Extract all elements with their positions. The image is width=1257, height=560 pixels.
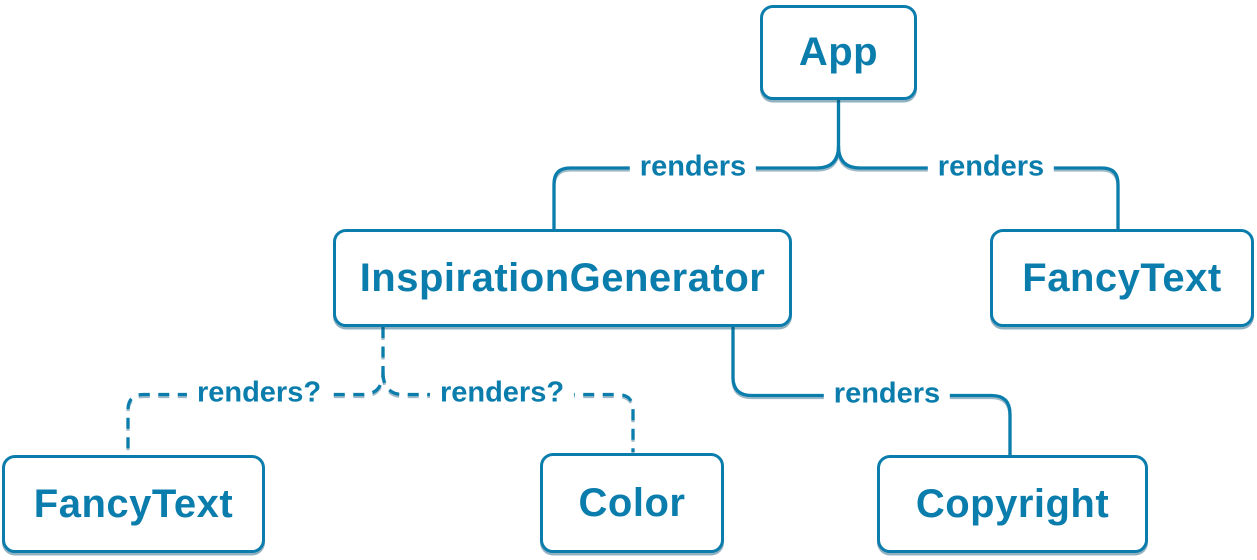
node-color-label: Color [578,480,686,525]
node-fancy-text-top: FancyText [990,229,1254,327]
node-inspiration-generator-label: InspirationGenerator [359,255,766,300]
edge-label-renders-maybe-color: renders? [429,375,575,411]
node-copyright: Copyright [877,455,1148,553]
node-inspiration-generator: InspirationGenerator [333,229,792,327]
node-fancy-text-bottom-label: FancyText [33,481,234,526]
node-app-label: App [798,30,879,74]
node-app: App [760,5,917,100]
edge-app-fancytext [836,145,1120,229]
node-fancy-text-top-label: FancyText [1022,255,1222,300]
edge-label-renders-copyright: renders [823,376,951,412]
edge-label-renders-maybe-fancytext: renders? [186,375,332,411]
node-copyright-label: Copyright [915,481,1110,526]
node-color: Color [540,453,724,553]
edge-label-renders-app-inspirationgenerator: renders [629,149,757,185]
node-fancy-text-bottom: FancyText [2,455,265,553]
edge-inspirationgenerator-fancytext [126,327,385,455]
edge-label-renders-app-fancytext: renders [927,149,1055,185]
